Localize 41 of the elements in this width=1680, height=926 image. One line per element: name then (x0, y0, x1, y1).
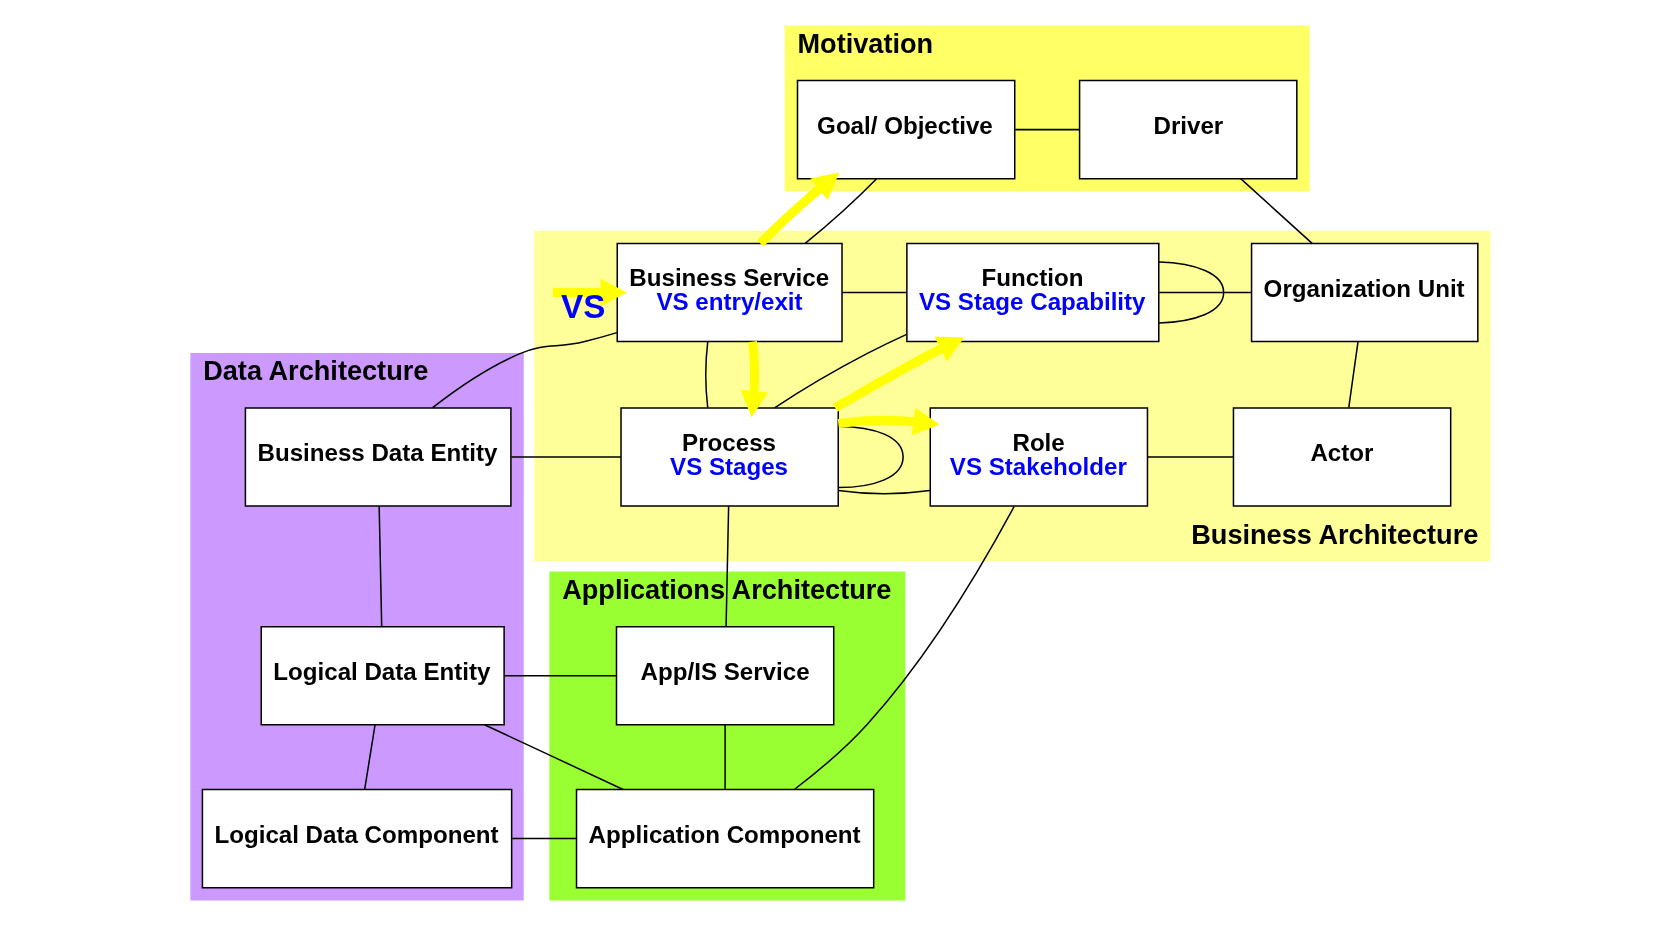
connector (723, 724, 726, 791)
connector (1013, 128, 1080, 131)
edge-label: VS (560, 287, 605, 325)
node-box: Role VS Stakeholder (929, 407, 1148, 507)
arrow (832, 336, 964, 412)
connector (840, 291, 907, 294)
connector (773, 333, 907, 409)
node-box: Actor (1232, 407, 1451, 507)
connector (1146, 456, 1234, 458)
connector (1347, 340, 1359, 409)
connector (483, 724, 624, 791)
connector (377, 505, 382, 628)
node-box: Driver (1078, 79, 1298, 180)
node-box: Logical Data Component (201, 788, 512, 889)
connector (511, 837, 577, 840)
connector (803, 177, 877, 245)
connector (510, 456, 622, 458)
connector (503, 674, 617, 677)
connector (837, 425, 904, 489)
node-box: Business Service VS entry/exit (616, 242, 843, 343)
node-box: Goal/ Objective (796, 79, 1015, 180)
connector (1157, 261, 1224, 324)
node-box: Organization Unit (1250, 242, 1479, 343)
connector (837, 489, 931, 495)
node-box: Application Component (575, 788, 874, 889)
node-box: Business Data Entity (244, 407, 512, 507)
connector (1239, 177, 1313, 245)
connector (704, 340, 708, 409)
arrow (756, 172, 839, 247)
connector (724, 505, 729, 628)
arrow (739, 341, 768, 418)
arrow (552, 278, 627, 307)
node-box: Logical Data Entity (260, 625, 505, 726)
node-box: App/IS Service (615, 625, 834, 726)
arrow (837, 407, 940, 436)
node-box: Function VS Stage Capability (905, 242, 1160, 343)
connector (431, 331, 618, 409)
connector (793, 505, 1015, 790)
connector (1157, 291, 1252, 294)
node-box: Process VS Stages (619, 407, 839, 507)
connector (363, 724, 376, 791)
